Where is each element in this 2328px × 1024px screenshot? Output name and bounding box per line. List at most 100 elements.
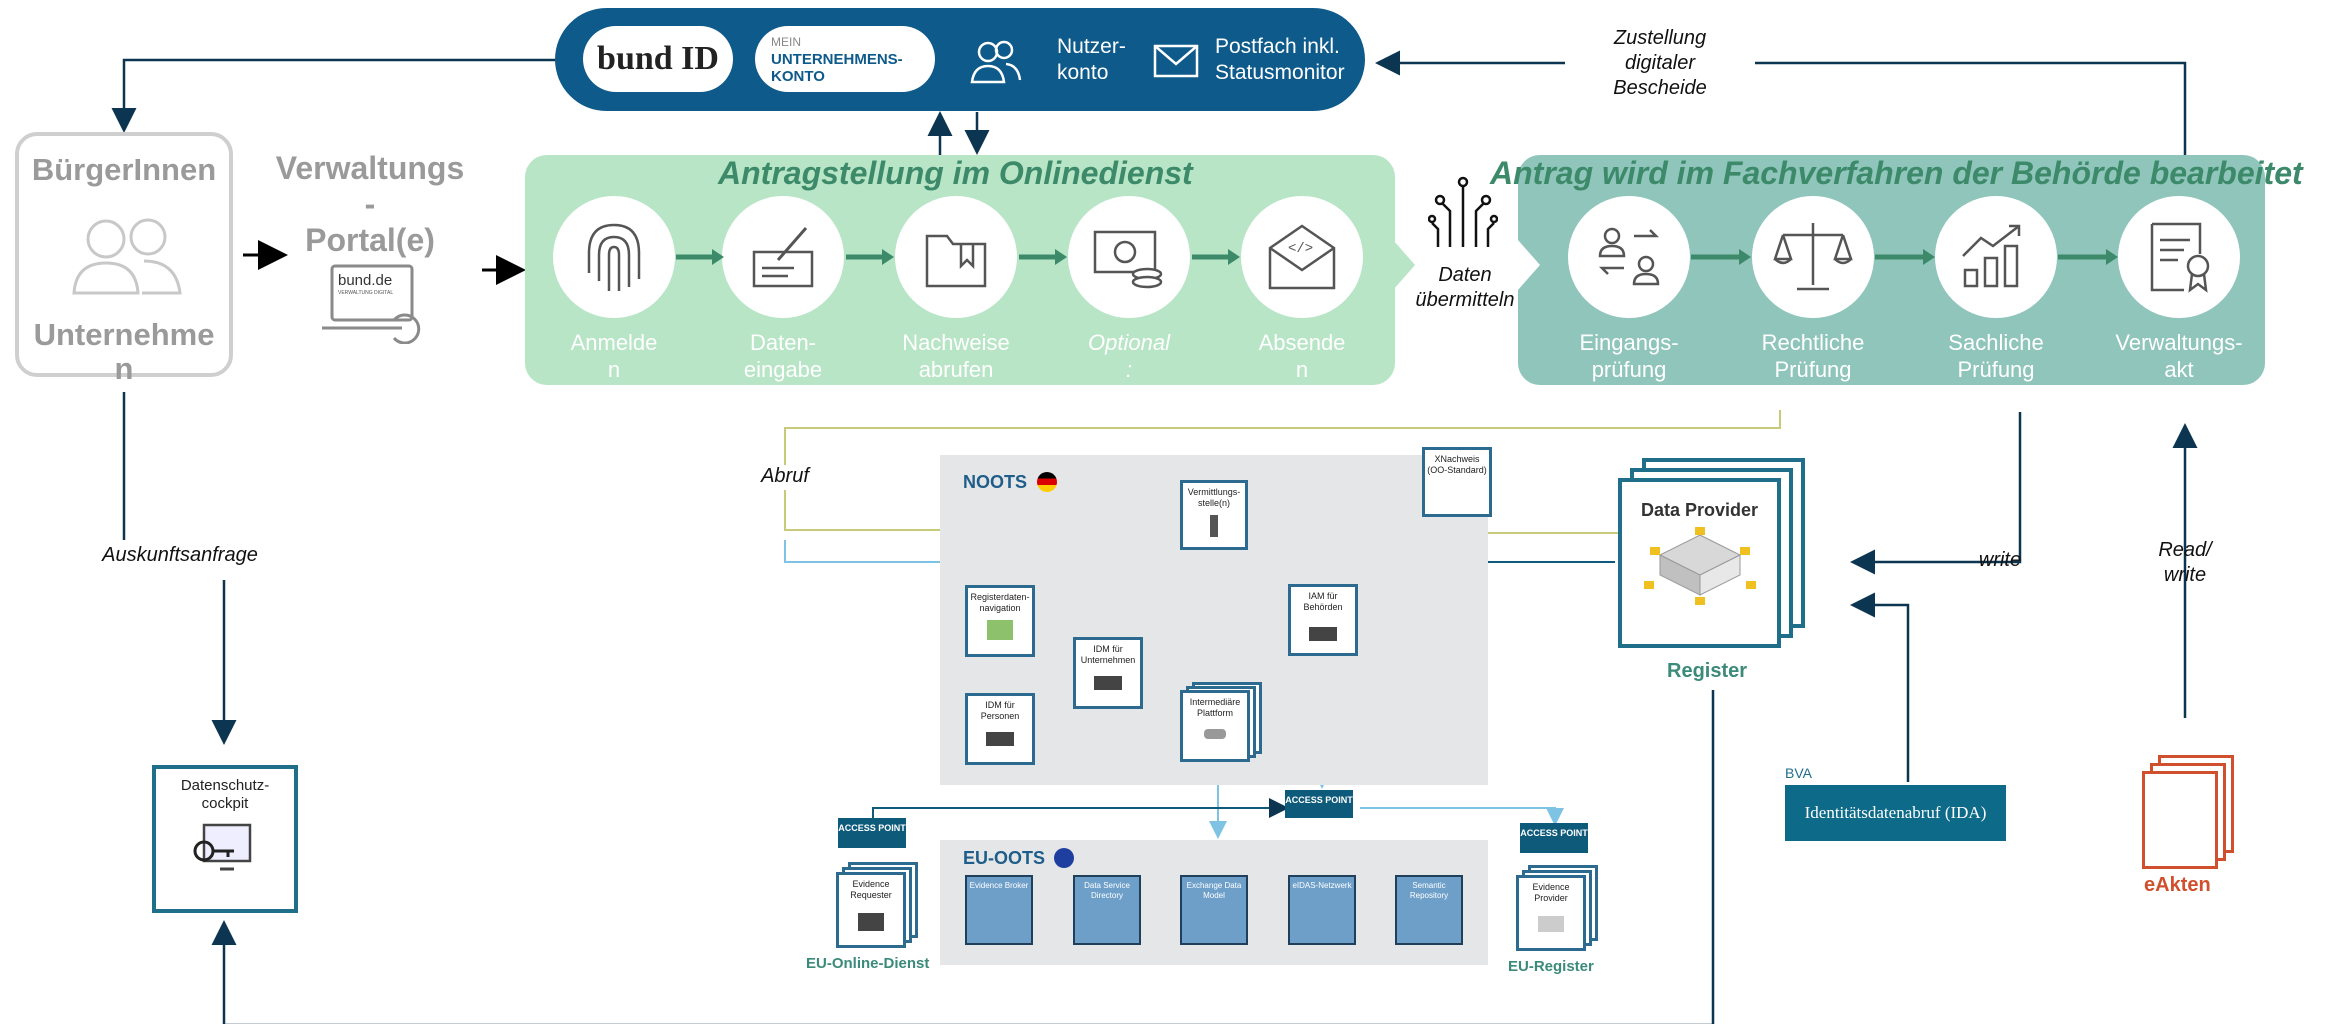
bva-label: BVA: [1785, 765, 1812, 781]
vermittlungsstelle-box[interactable]: Vermittlungs-stelle(n): [1180, 480, 1248, 550]
eu-box-label: eIDAS-Netzwerk: [1292, 881, 1352, 890]
fach-label-line2: akt: [2164, 357, 2194, 382]
intermediaere-label: Intermediäre Plattform: [1189, 697, 1241, 718]
portal-line1: Verwaltungs: [275, 150, 465, 186]
mein-unternehmenskonto-logo[interactable]: MEIN UNTERNEHMENS- KONTO: [755, 26, 935, 92]
fingerprint-icon: [587, 223, 641, 291]
eu-oots-title: EU-OOTS: [963, 848, 1046, 868]
step-arrow-3: [1019, 249, 1067, 265]
money-coins-icon: [1093, 230, 1163, 289]
step-label-dateneingabe: Daten-eingabe: [703, 329, 863, 383]
envelope-code-icon: </>: [1268, 224, 1336, 290]
iam-behoerden-box[interactable]: IAM für Behörden: [1288, 584, 1358, 656]
step-sachliche-pruefung[interactable]: [1935, 196, 2057, 318]
idm-personen-box[interactable]: IDM für Personen: [965, 693, 1035, 765]
register-label: Register: [1667, 660, 1748, 682]
registerdaten-box[interactable]: Registerdaten-navigation: [965, 585, 1035, 657]
building-icon: [1643, 527, 1756, 605]
nutzerkonto-line2: konto: [1057, 61, 1109, 84]
step-label-line1: Nachweise: [902, 330, 1010, 355]
transmit-label: Daten übermitteln: [1405, 263, 1525, 313]
intermediaere-plattform-box[interactable]: Intermediäre Plattform: [1180, 690, 1250, 762]
step-label-line1: Absende: [1258, 330, 1346, 355]
step-nachweise[interactable]: [895, 196, 1017, 318]
write-label: write: [1978, 549, 2022, 571]
certificate-icon: [2150, 222, 2210, 293]
step-dateneingabe[interactable]: [722, 196, 844, 318]
portal-line2: -: [364, 186, 376, 222]
eu-access-point-left[interactable]: ACCESS POINT: [838, 818, 906, 848]
eidas-netzwerk-box[interactable]: eIDAS-Netzwerk: [1288, 875, 1356, 945]
evidence-provider-label: Evidence Provider: [1532, 882, 1570, 903]
eu-flag-icon: [1054, 848, 1074, 868]
key-monitor-icon: [193, 823, 252, 871]
step-optional-payment[interactable]: [1068, 196, 1190, 318]
postfach-label[interactable]: Postfach inkl. Statusmonitor: [1215, 34, 1345, 86]
evidence-requester-box[interactable]: Evidence Requester: [836, 872, 906, 948]
fach-step-arrow-1: [1691, 249, 1751, 265]
transmit-line2: übermitteln: [1415, 289, 1515, 311]
ida-box[interactable]: Identitätsdatenabruf (IDA): [1785, 785, 2006, 841]
portal-line3: Portal(e): [305, 222, 435, 258]
step-verwaltungsakt[interactable]: [2118, 196, 2240, 318]
cockpit-line2: cockpit: [201, 795, 249, 812]
evidence-provider-box[interactable]: Evidence Provider: [1516, 875, 1586, 951]
readwrite-label: Read/ write: [2150, 538, 2220, 588]
step-label-line1: Anmelde: [570, 330, 658, 355]
zustellung-label: Zustellung digitaler Bescheide: [1580, 26, 1740, 101]
eu-box-label: Evidence Broker: [969, 881, 1029, 890]
bundid-logo[interactable]: bund ID: [583, 26, 733, 92]
eu-access-point-right[interactable]: ACCESS POINT: [1520, 823, 1588, 853]
business-line1: Unternehme: [33, 317, 215, 352]
xnachweis-box[interactable]: XNachweis (OO-Standard): [1422, 447, 1492, 517]
step-arrow-2: [846, 249, 894, 265]
fach-label-line1: Eingangs-: [1579, 330, 1679, 355]
fach-step-arrow-2: [1875, 249, 1935, 265]
step-absenden[interactable]: </>: [1241, 196, 1363, 318]
growth-chart-icon: [1962, 224, 2021, 288]
exchange-data-model-box[interactable]: Exchange Data Model: [1180, 875, 1248, 945]
data-service-directory-box[interactable]: Data Service Directory: [1073, 875, 1141, 945]
data-provider-card[interactable]: Data Provider: [1618, 478, 1781, 648]
nutzerkonto-label[interactable]: Nutzer- konto: [1057, 34, 1126, 86]
noots-access-point[interactable]: ACCESS POINT: [1285, 790, 1353, 818]
step-label-line2: :: [1125, 357, 1133, 382]
mail-icon: [1153, 44, 1199, 78]
eakten-label: eAkten: [2144, 874, 2211, 896]
bundde-logo-sub: VERWALTUNG DIGITAL: [338, 290, 394, 296]
svg-text:</>: </>: [1288, 241, 1313, 257]
muk-line2: UNTERNEHMENS-: [771, 50, 903, 68]
xnachweis-label: XNachweis (OO-Standard): [1427, 454, 1487, 475]
zustellung-line1: Zustellung: [1613, 27, 1707, 49]
fach-step-arrow-3: [2058, 249, 2118, 265]
fach-panel-title: Antrag wird im Fachverfahren der Behörde…: [1490, 155, 2303, 191]
idm-unternehmen-box[interactable]: IDM für Unternehmen: [1073, 637, 1143, 709]
fach-label-verwaltungsakt: Verwaltungs-akt: [2099, 329, 2259, 383]
green-panel-chevron: [1393, 240, 1415, 290]
citizen-title: BürgerInnen: [31, 152, 217, 187]
citizen-box: BürgerInnen Unternehme n: [15, 132, 233, 386]
eu-box-label: Exchange Data Model: [1186, 881, 1242, 900]
step-label-optional: Optional:: [1049, 329, 1209, 383]
cockpit-line1: Datenschutz-: [180, 777, 270, 794]
step-anmelden[interactable]: [553, 196, 675, 318]
datenschutzcockpit-box[interactable]: Datenschutz- cockpit: [152, 765, 298, 913]
bundde-logo: bund.de: [338, 272, 393, 289]
step-rechtliche-pruefung[interactable]: [1752, 196, 1874, 318]
zustellung-line3: Bescheide: [1613, 77, 1707, 99]
evidence-broker-box[interactable]: Evidence Broker: [965, 875, 1033, 945]
bundid-logo-text: bund ID: [597, 40, 719, 77]
step-label-line1: Optional: [1088, 330, 1170, 355]
portal-services-bar: bund ID MEIN UNTERNEHMENS- KONTO Nutzer-…: [555, 8, 1365, 111]
postfach-line1: Postfach inkl.: [1215, 35, 1340, 58]
semantic-repository-box[interactable]: Semantic Repository: [1395, 875, 1463, 945]
step-eingangspruefung[interactable]: [1568, 196, 1690, 318]
step-label-line2: n: [1295, 357, 1309, 382]
evidence-requester-label: Evidence Requester: [850, 879, 892, 900]
folder-bookmark-icon: [925, 234, 987, 288]
muk-line3: KONTO: [771, 67, 825, 85]
cockpit-title: Datenschutz- cockpit: [156, 777, 294, 813]
eakten-icon[interactable]: [2142, 771, 2218, 869]
